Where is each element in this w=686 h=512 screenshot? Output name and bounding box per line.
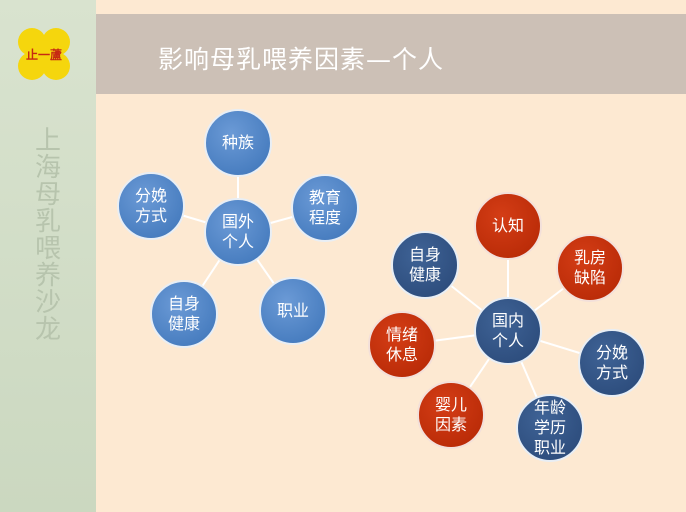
node-emotion-rest: 情绪 休息 xyxy=(368,311,436,379)
node-center-domestic: 国内 个人 xyxy=(474,297,542,365)
node-own-health: 自身 健康 xyxy=(150,280,218,348)
node-education: 教育 程度 xyxy=(291,174,359,242)
title-banner: 影响母乳喂养因素—个人 xyxy=(96,14,686,94)
logo-text: 止一蘆 xyxy=(26,47,62,62)
slide-title: 影响母乳喂养因素—个人 xyxy=(158,45,445,74)
node-race: 种族 xyxy=(204,109,272,177)
node-infant-factors: 婴儿 因素 xyxy=(417,381,485,449)
node-cognition: 认知 xyxy=(474,192,542,260)
sidebar: 止一蘆 上海母乳喂养沙龙 xyxy=(0,0,96,512)
logo-icon: 止一蘆 xyxy=(18,28,70,80)
node-delivery-mode-domestic: 分娩 方式 xyxy=(578,329,646,397)
node-breast-defect: 乳房 缺陷 xyxy=(556,234,624,302)
node-delivery-mode: 分娩 方式 xyxy=(117,172,185,240)
node-occupation: 职业 xyxy=(259,277,327,345)
node-center-foreign: 国外 个人 xyxy=(204,198,272,266)
sidebar-vertical-text: 上海母乳喂养沙龙 xyxy=(34,126,61,345)
node-age-education-occupation: 年龄 学历 职业 xyxy=(516,394,584,462)
node-own-health-domestic: 自身 健康 xyxy=(391,231,459,299)
